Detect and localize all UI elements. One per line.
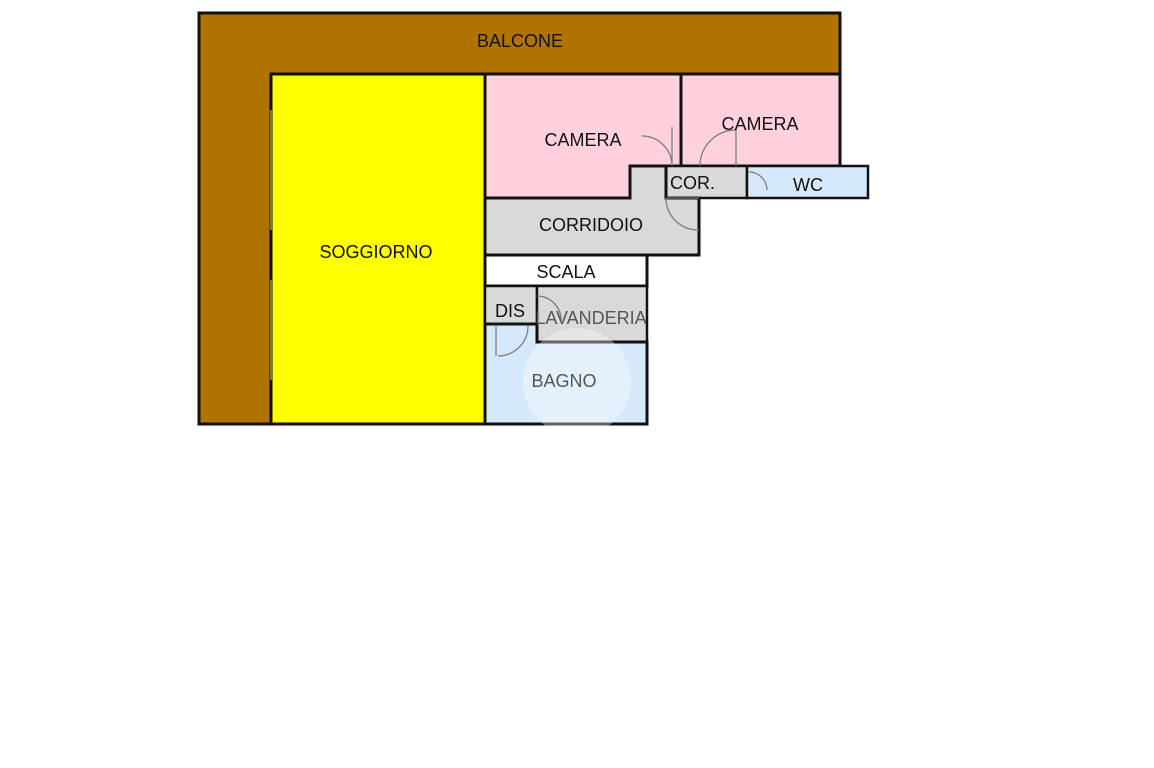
door-swing-corridoio xyxy=(665,197,700,231)
label-balcone: BALCONE xyxy=(477,31,563,51)
door-swing-dis xyxy=(495,325,529,357)
label-corridoio: CORRIDOIO xyxy=(539,215,643,235)
label-lavanderia: LAVANDERIA xyxy=(535,308,646,328)
label-cor: COR. xyxy=(670,173,715,193)
door-swing-wc xyxy=(748,171,768,191)
door-swing-camera-2 xyxy=(699,128,737,167)
bagno-area xyxy=(483,322,649,426)
label-bagno: BAGNO xyxy=(531,371,596,391)
dis-area xyxy=(483,284,539,326)
label-soggiorno: SOGGIORNO xyxy=(319,242,432,262)
label-camera-2: CAMERA xyxy=(721,114,798,134)
label-camera-1: CAMERA xyxy=(544,130,621,150)
label-wc: WC xyxy=(793,175,823,195)
door-swing-camera-1 xyxy=(641,127,673,167)
door-swing-lavanderia xyxy=(536,295,562,321)
lavanderia-area xyxy=(535,284,649,344)
label-dis: DIS xyxy=(495,301,525,321)
soggiorno-area xyxy=(269,72,487,426)
scala-area xyxy=(483,253,649,288)
label-scala: SCALA xyxy=(536,262,595,282)
watermark-logo xyxy=(523,328,631,436)
wc-area xyxy=(745,164,870,200)
